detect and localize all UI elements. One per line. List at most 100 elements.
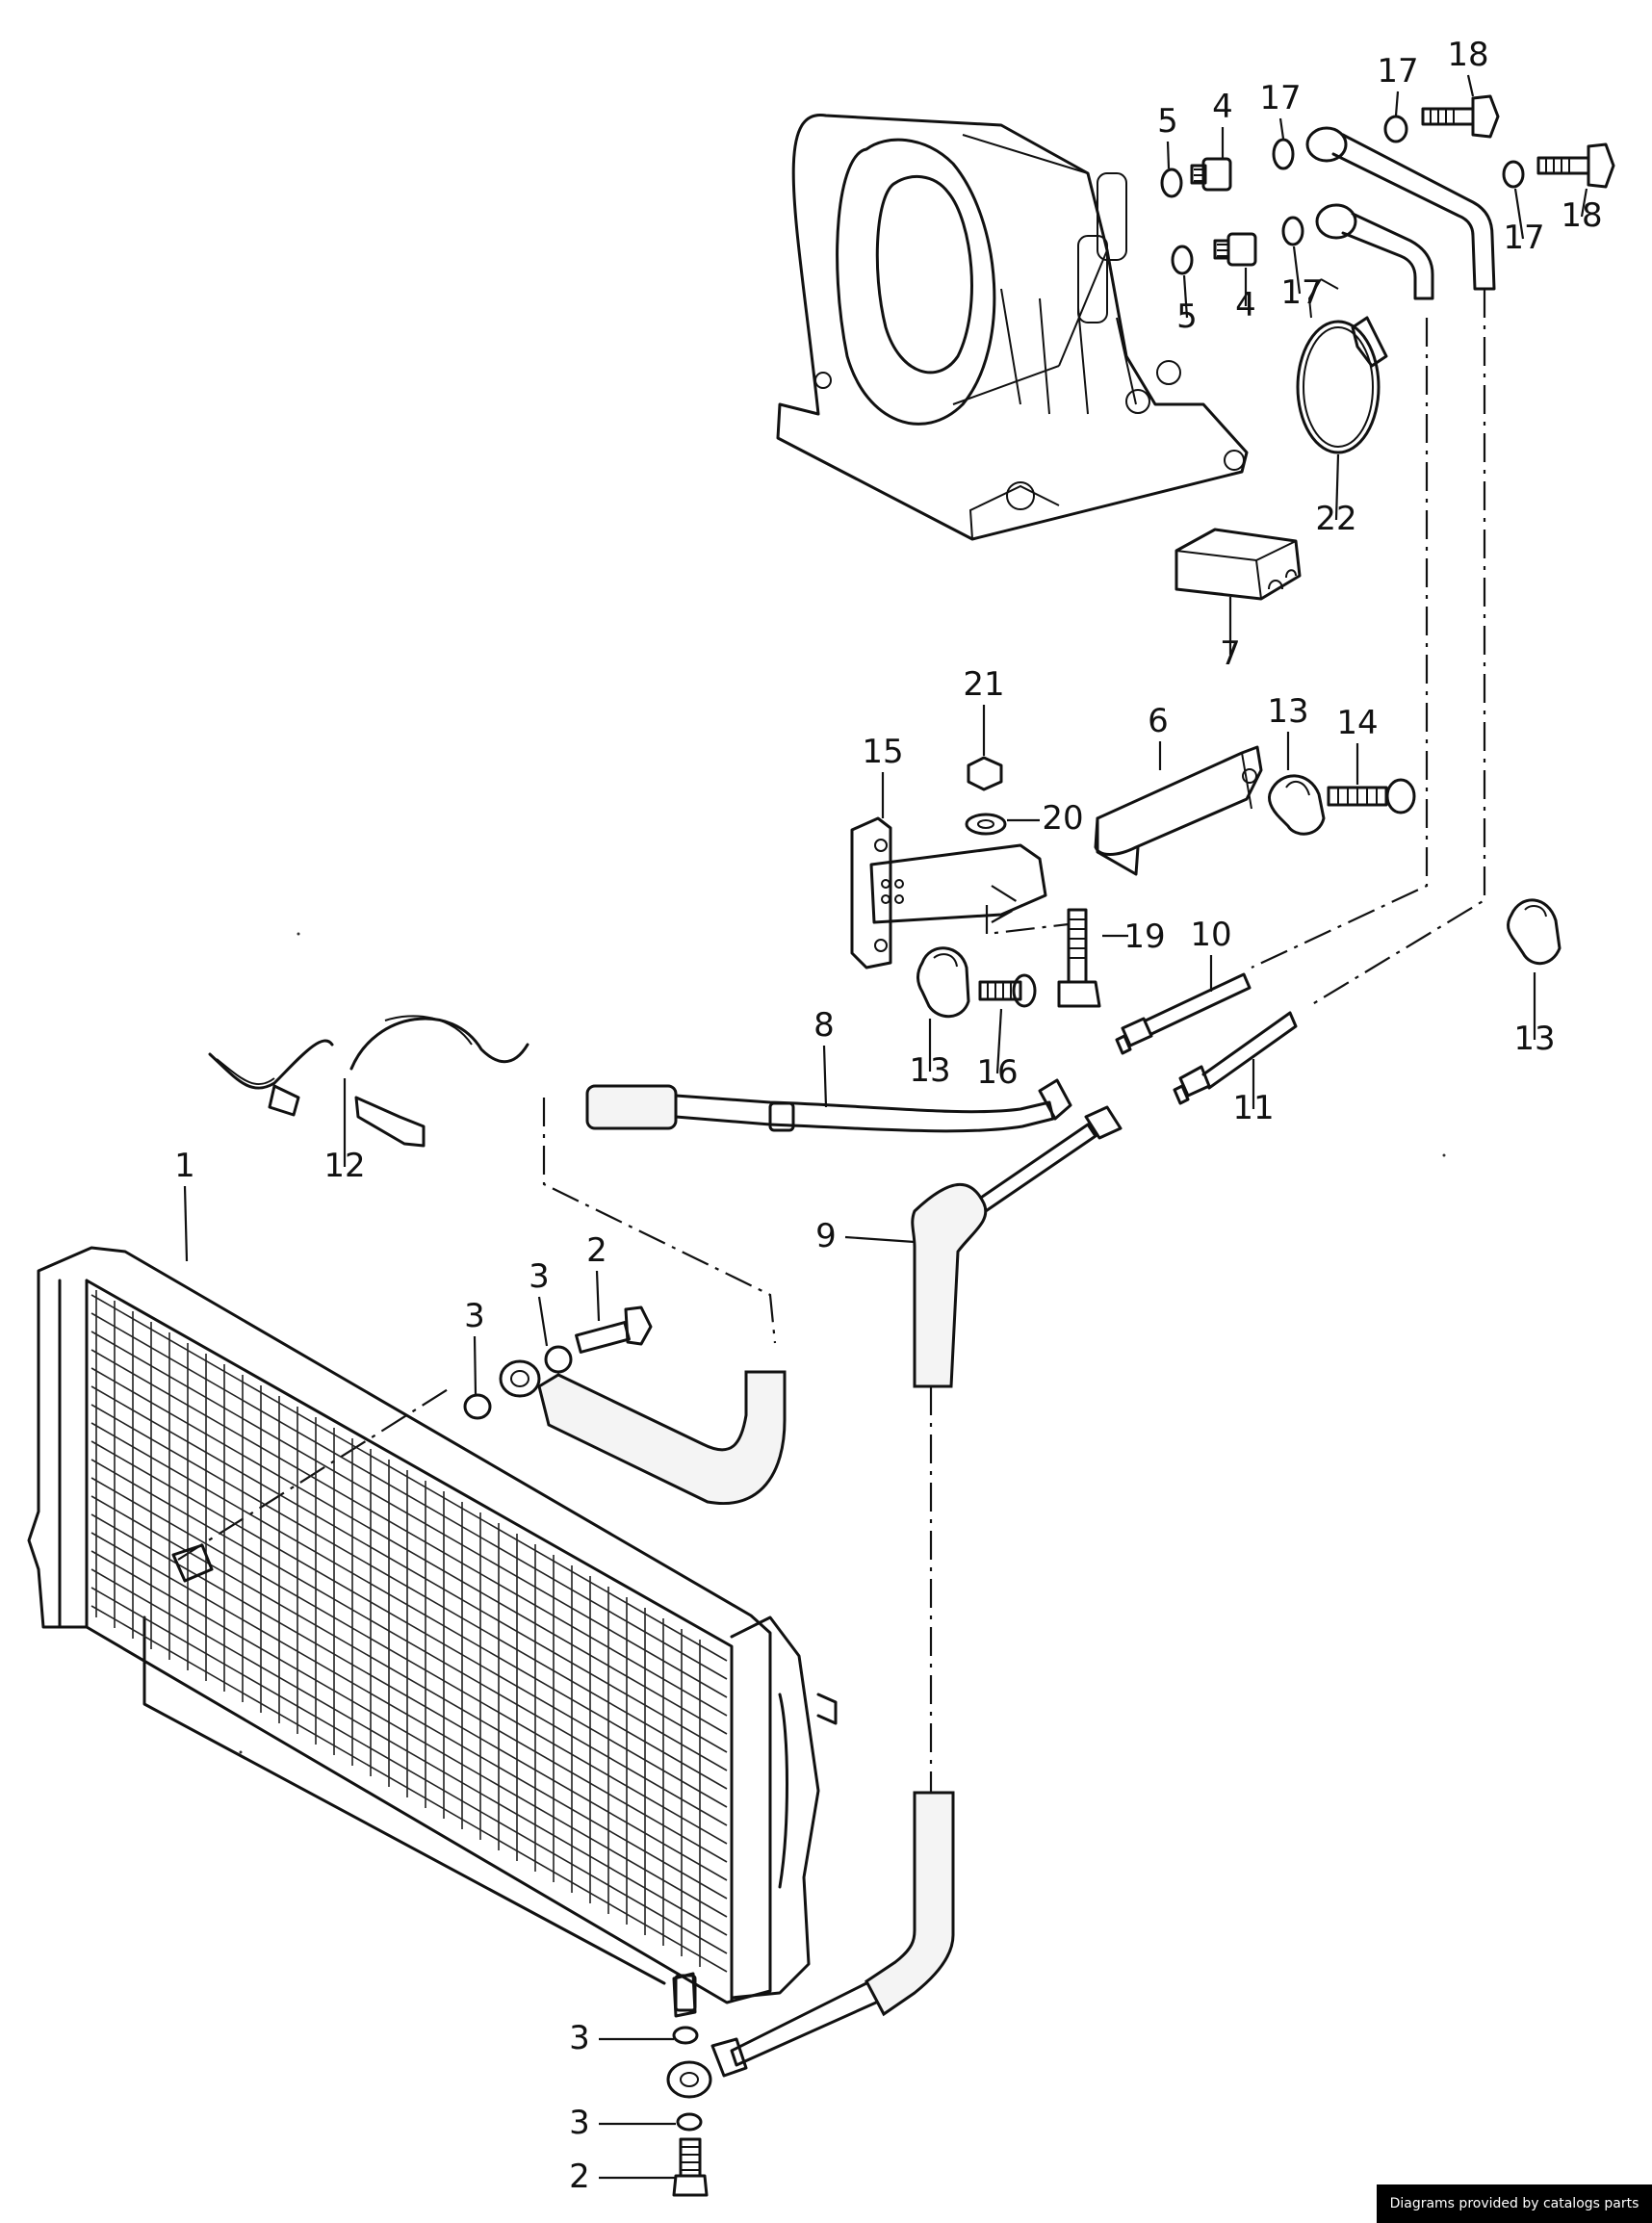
banjo-fitting-bottom (666, 2060, 712, 2099)
callout-13: 13 (1513, 1020, 1555, 1058)
callout-17: 17 (1280, 273, 1322, 312)
hex-nut-21 (967, 756, 1003, 791)
cooler-bottom-fitting (674, 1974, 697, 2012)
callout-7: 7 (1220, 634, 1241, 673)
tube-line (90, 1331, 728, 1698)
pipe-clip-13-a (1267, 774, 1326, 836)
callout-10: 10 (1190, 916, 1231, 954)
oil-hose-9 (710, 1105, 1123, 2078)
tube-line (90, 1349, 728, 1717)
callout-22: 22 (1315, 500, 1356, 538)
pipe-clip-13-b (916, 946, 970, 1019)
seal-17-c (1383, 115, 1408, 143)
routing-line-feed (1251, 318, 1429, 969)
routing-line-return (1308, 289, 1486, 1007)
banjo-bolt-2-upper (575, 1305, 653, 1354)
callout-16: 16 (976, 1053, 1018, 1092)
callout-labels: 1223333445567891011121313131415161717171… (174, 36, 1602, 2196)
callout-12: 12 (323, 1147, 365, 1185)
seal-17-a (1272, 138, 1295, 170)
routing-line-hose-8 (542, 1098, 777, 1344)
callout-17: 17 (1377, 52, 1418, 90)
tube-line (90, 1587, 728, 1954)
hose-clamp-12 (208, 1015, 529, 1148)
washer-3-a (463, 1393, 492, 1420)
callout-2: 2 (586, 1231, 607, 1270)
callout-5: 5 (1157, 102, 1178, 141)
credit-text: Diagrams provided by catalogs parts (1389, 2196, 1639, 2211)
callout-4: 4 (1235, 286, 1256, 324)
callout-18: 18 (1561, 196, 1602, 235)
washer-3-d (676, 2112, 703, 2132)
tube-line (90, 1294, 728, 1662)
bolt-14 (1327, 778, 1416, 814)
seal-ring-upper (1160, 168, 1183, 198)
callout-14: 14 (1336, 704, 1378, 742)
callout-9: 9 (815, 1217, 837, 1255)
banjo-bolt-18-b (1536, 142, 1615, 189)
washer-3-b (544, 1345, 573, 1374)
callout-21: 21 (963, 665, 1004, 704)
bracket-6 (1094, 745, 1263, 876)
tube-line (90, 1477, 728, 1845)
tube-line (90, 1532, 728, 1900)
banjo-pipe-feed (1315, 203, 1434, 300)
leader-lines (183, 74, 1588, 2180)
hose-clamp-22 (1296, 278, 1388, 454)
callout-1: 1 (174, 1147, 195, 1185)
credit-banner: Diagrams provided by catalogs parts (1377, 2184, 1652, 2223)
washer-20 (965, 813, 1007, 836)
oil-cooler-radiator (27, 1246, 838, 2018)
callout-3: 3 (464, 1297, 485, 1335)
callout-13: 13 (1267, 692, 1308, 731)
tube-line (90, 1550, 728, 1918)
bolt-19 (1057, 908, 1101, 1008)
callout-18: 18 (1447, 36, 1488, 74)
print-speck (1442, 1153, 1446, 1157)
callout-15: 15 (862, 733, 903, 771)
callout-8: 8 (813, 1006, 835, 1045)
routing-line-bracket (985, 905, 1070, 936)
cooler-fin-grid (90, 1290, 728, 1973)
callout-11: 11 (1232, 1089, 1274, 1127)
tube-line (90, 1605, 728, 1973)
tube-line (90, 1385, 728, 1753)
seal-17-b (1281, 216, 1304, 246)
seal-17-d (1502, 160, 1525, 189)
callout-17: 17 (1503, 219, 1544, 257)
rubber-mount-7 (1174, 528, 1302, 601)
tube-line (90, 1495, 728, 1863)
pipe-10 (1115, 972, 1252, 1055)
oil-hose-8 (585, 1078, 1072, 1133)
pipe-clip-13-c (1507, 898, 1562, 966)
cooler-hose (499, 1359, 787, 1505)
washer-3-c (672, 2026, 699, 2045)
callout-3: 3 (569, 2104, 590, 2142)
tube-line (90, 1312, 728, 1680)
callout-5: 5 (1176, 297, 1198, 336)
print-speck (239, 1750, 243, 1754)
print-speck (297, 932, 300, 936)
callout-13: 13 (909, 1051, 950, 1090)
callout-17: 17 (1259, 79, 1301, 117)
banjo-bolt-2-lower (672, 2137, 709, 2197)
tube-line (90, 1422, 728, 1790)
callout-2: 2 (569, 2158, 590, 2196)
tube-line (90, 1404, 728, 1771)
pipe-11 (1173, 1011, 1298, 1105)
bracket-15 (850, 816, 1047, 969)
bolt-16 (978, 973, 1037, 1008)
callout-6: 6 (1148, 702, 1169, 740)
seal-ring-lower (1171, 245, 1194, 275)
tube-line (90, 1440, 728, 1808)
tube-line (90, 1459, 728, 1826)
callout-3: 3 (529, 1257, 550, 1296)
banjo-pipe-return (1305, 126, 1496, 291)
callout-20: 20 (1042, 799, 1083, 838)
callout-3: 3 (569, 2019, 590, 2057)
banjo-bolt-18-a (1421, 94, 1500, 139)
callout-4: 4 (1212, 88, 1233, 126)
callout-19: 19 (1123, 918, 1165, 956)
transmission-housing (776, 114, 1249, 541)
